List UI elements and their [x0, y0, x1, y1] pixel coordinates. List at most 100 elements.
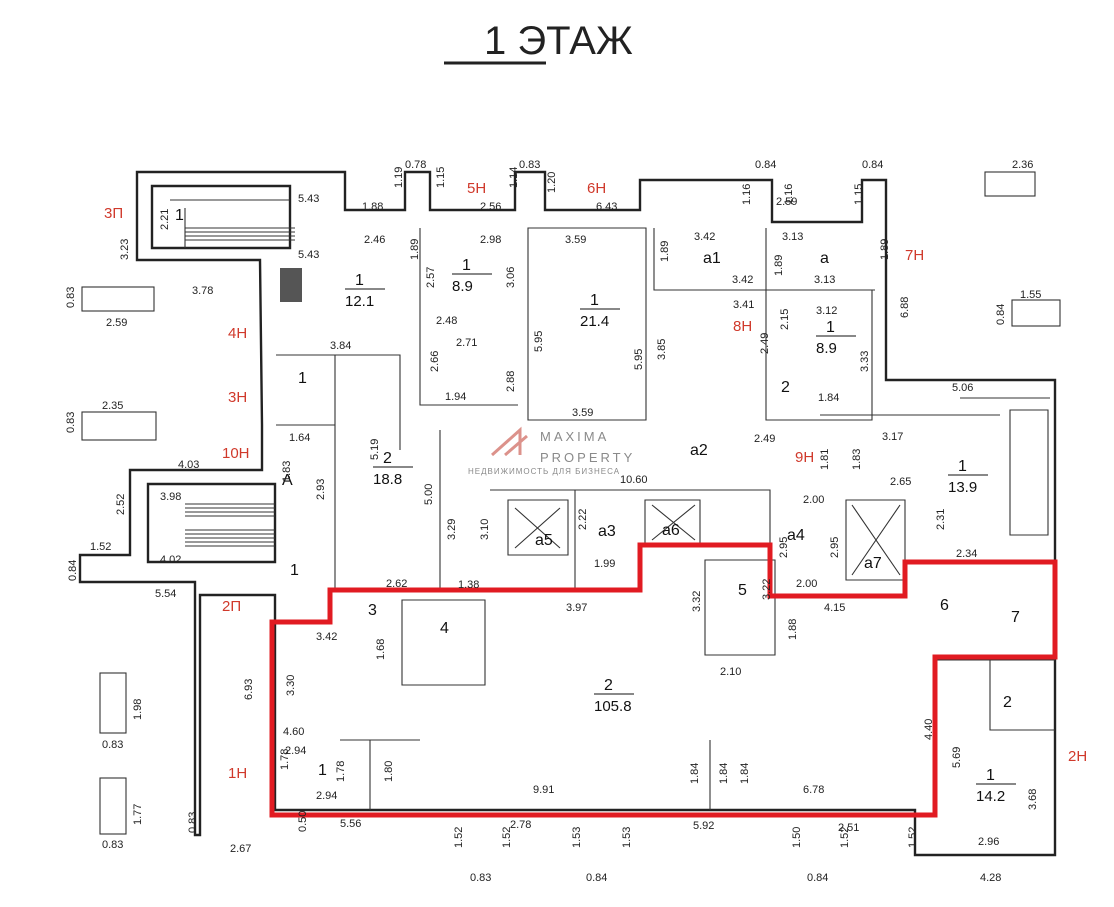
- room-number: 5: [738, 582, 747, 599]
- dimension-label: 2.71: [456, 337, 477, 349]
- room-area: 14.2: [976, 788, 1005, 805]
- axis-label: 6Н: [587, 180, 606, 197]
- dimension-label: 0.84: [586, 872, 607, 884]
- dimension-label: 1.16: [783, 184, 795, 205]
- dimension-label: 6.43: [596, 201, 617, 213]
- axis-label: 2Н: [1068, 748, 1087, 765]
- dimension-label: 6.78: [803, 784, 824, 796]
- dimension-label: 1.53: [571, 827, 583, 848]
- dimension-label: 3.85: [656, 339, 668, 360]
- dimension-label: 9.91: [533, 784, 554, 796]
- dimension-label: 3.42: [316, 631, 337, 643]
- dimension-label: 5.69: [951, 747, 963, 768]
- dimension-label: 1.84: [818, 392, 839, 404]
- dimension-label: 0.50: [297, 811, 309, 832]
- dimension-label: 2.00: [796, 578, 817, 590]
- dimension-label: 4.02: [160, 554, 181, 566]
- dimension-label: 2.93: [315, 479, 327, 500]
- dimension-label: 3.17: [882, 431, 903, 443]
- axis-label: 10Н: [222, 445, 250, 462]
- dimension-label: 1.55: [1020, 289, 1041, 301]
- dimension-label: 1.64: [289, 432, 310, 444]
- watermark-tagline: НЕДВИЖИМОСТЬ ДЛЯ БИЗНЕСА: [468, 467, 620, 476]
- dimension-label: 1.50: [791, 827, 803, 848]
- dimension-label: 0.84: [67, 560, 79, 581]
- dimension-label: 0.83: [187, 812, 199, 833]
- dimension-label: 2.94: [316, 790, 337, 802]
- room-number: a2: [690, 442, 708, 459]
- watermark-line2: PROPERTY: [540, 450, 635, 465]
- dimension-label: 5.95: [533, 331, 545, 352]
- room-area: 13.9: [948, 479, 977, 496]
- dimension-label: 3.13: [814, 274, 835, 286]
- dimension-label: 3.59: [565, 234, 586, 246]
- elevator-shafts: [514, 504, 901, 576]
- room-number: 2: [781, 379, 790, 396]
- axis-label: 2П: [222, 598, 241, 615]
- dimension-label: 3.10: [479, 519, 491, 540]
- dimension-label: 5.00: [423, 484, 435, 505]
- dimension-label: 1.52: [501, 827, 513, 848]
- dimension-label: 1.84: [739, 763, 751, 784]
- room-number: a5: [535, 532, 553, 549]
- room-number: 1: [958, 458, 967, 475]
- dimension-label: 1.83: [851, 449, 863, 470]
- dimension-label: 5.19: [369, 439, 381, 460]
- dimension-label: 2.96: [978, 836, 999, 848]
- dimension-label: 2.59: [106, 317, 127, 329]
- dimension-label: 1.52: [839, 827, 851, 848]
- dimension-label: 2.52: [115, 494, 127, 515]
- dimension-label: 0.83: [102, 839, 123, 851]
- dimension-label: 3.42: [694, 231, 715, 243]
- room-area: 21.4: [580, 313, 609, 330]
- dimension-label: 1.15: [435, 167, 447, 188]
- room-number: 3: [368, 602, 377, 619]
- dimension-label: 4.40: [923, 719, 935, 740]
- watermark: MAXIMA PROPERTY НЕДВИЖИМОСТЬ ДЛЯ БИЗНЕСА: [468, 426, 635, 476]
- room-area: 8.9: [816, 340, 837, 357]
- dimension-label: 3.59: [572, 407, 593, 419]
- dimension-label: 2.67: [230, 843, 251, 855]
- axis-label: 1Н: [228, 765, 247, 782]
- dimension-label: 1.16: [741, 184, 753, 205]
- dimension-label: 1.38: [458, 579, 479, 591]
- room-number: 1: [826, 319, 835, 336]
- dimension-label: 1.89: [659, 241, 671, 262]
- room-number: 2: [604, 677, 613, 694]
- dimension-label: 2.78: [510, 819, 531, 831]
- dimension-label: 2.36: [1012, 159, 1033, 171]
- dimension-label: 3.41: [733, 299, 754, 311]
- dimension-label: 2.51: [838, 822, 859, 834]
- axis-label: 4Н: [228, 325, 247, 342]
- dimension-label: 1.15: [853, 184, 865, 205]
- dimension-label: 2.59: [776, 196, 797, 208]
- room-number: 1: [318, 762, 327, 779]
- dimension-label: 1.68: [375, 639, 387, 660]
- dimension-label: 2.22: [577, 509, 589, 530]
- dimension-label: 2.35: [102, 400, 123, 412]
- dimension-label: 2.94: [285, 745, 306, 757]
- dimension-label: 2.98: [480, 234, 501, 246]
- dimension-label: 1.84: [689, 763, 701, 784]
- page-title: 1 ЭТАЖ: [484, 19, 633, 63]
- dimension-label: 1.84: [718, 763, 730, 784]
- room-number: a: [820, 250, 829, 267]
- stair-2: [185, 503, 275, 547]
- dimension-label: 2.48: [436, 315, 457, 327]
- dimension-label: 1.19: [393, 167, 405, 188]
- room-number: a7: [864, 555, 882, 572]
- dimension-label: 2.57: [425, 267, 437, 288]
- dimension-label: 2.21: [159, 209, 171, 230]
- room-number: a1: [703, 250, 721, 267]
- dimension-label: 2.31: [935, 509, 947, 530]
- dimension-label: 0.83: [519, 159, 540, 171]
- dimension-label: 3.68: [1027, 789, 1039, 810]
- dimension-label: 4.03: [178, 459, 199, 471]
- dimension-label: 1.14: [508, 167, 520, 188]
- building-walls: [78, 170, 1057, 857]
- dimension-label: 1.81: [819, 449, 831, 470]
- dimension-label: 0.83: [65, 412, 77, 433]
- dimension-label: 5.54: [155, 588, 176, 600]
- axis-label: 9Н: [795, 449, 814, 466]
